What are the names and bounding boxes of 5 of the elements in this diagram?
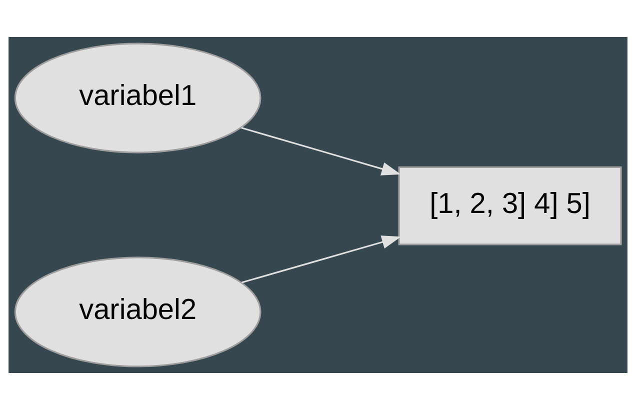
node-box: [1, 2, 3] 4] 5]	[398, 166, 622, 245]
arrow	[242, 235, 402, 283]
node-ellipse: variabel1	[14, 42, 262, 153]
node-ellipse: variabel2	[14, 256, 262, 367]
arrow	[241, 126, 401, 175]
